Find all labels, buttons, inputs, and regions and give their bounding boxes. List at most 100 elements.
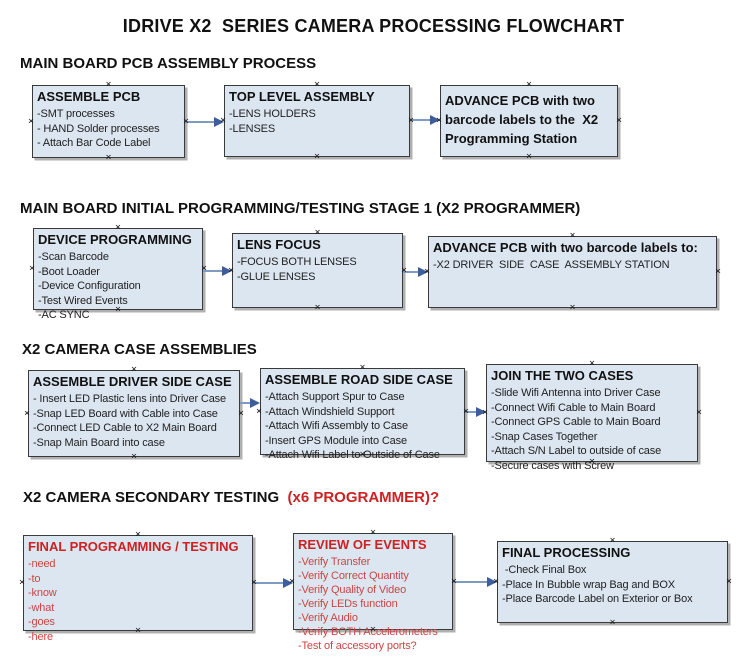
- connection-anchor-icon: ×: [29, 263, 36, 274]
- section-heading-pcb-assembly: MAIN BOARD PCB ASSEMBLY PROCESS: [20, 55, 317, 72]
- box-item: -LENS HOLDERS: [229, 108, 316, 120]
- box-item: -Test of accessory ports?: [298, 640, 417, 652]
- flow-box-assemble-road-side-case: ASSEMBLE ROAD SIDE CASE -Attach Support …: [256, 363, 469, 462]
- box-header: ASSEMBLE DRIVER SIDE CASE: [33, 374, 232, 389]
- box-item: -Connect LED Cable to X2 Main Board: [33, 422, 217, 434]
- flow-box-review-of-events: REVIEW OF EVENTS -Verify Transfer -Verif…: [289, 528, 457, 653]
- box-item: -Attach Wifi Assembly to Case: [265, 420, 408, 432]
- box-item: - HAND Solder processes: [37, 122, 160, 135]
- connection-anchor-icon: ×: [609, 617, 616, 628]
- box-item: -Scan Barcode: [38, 251, 109, 263]
- flow-arrow: [240, 398, 260, 408]
- connection-anchor-icon: ×: [200, 263, 207, 274]
- box-item: -what: [28, 601, 55, 614]
- box-header: TOP LEVEL ASSEMBLY: [229, 89, 375, 104]
- connection-anchor-icon: ×: [131, 451, 138, 462]
- box-item: -Snap LED Board with Cable into Case: [33, 407, 218, 420]
- box-item: -Attach Windshield Support: [265, 405, 395, 418]
- box-item: -Verify BOTH Accelerometers: [298, 626, 438, 638]
- box-item: -FOCUS BOTH LENSES: [237, 256, 357, 268]
- section-heading-secondary-testing: X2 CAMERA SECONDARY TESTING (x6 PROGRAMM…: [23, 489, 439, 506]
- box-item: -Verify Quality of Video: [298, 584, 407, 596]
- box-item: -Check Final Box: [502, 564, 587, 576]
- flow-box-device-programming: DEVICE PROGRAMMING -Scan Barcode -Boot L…: [29, 223, 207, 322]
- flow-arrow: [403, 267, 428, 277]
- section-heading-case-assemblies: X2 CAMERA CASE ASSEMBLIES: [22, 341, 257, 358]
- connection-anchor-icon: ×: [615, 115, 622, 126]
- box-item: -GLUE LENSES: [237, 270, 316, 283]
- box-header: FINAL PROGRAMMING / TESTING: [28, 539, 239, 554]
- flow-arrow: [453, 577, 497, 587]
- connection-anchor-icon: ×: [24, 407, 31, 419]
- box-item: -AC SYNC: [38, 309, 90, 321]
- connection-anchor-icon: ×: [725, 576, 732, 587]
- box-item: -to: [28, 572, 41, 585]
- flow-box-final-processing: FINAL PROCESSING -Check Final Box -Place…: [493, 536, 732, 628]
- page-title: IDRIVE X2 SERIES CAMERA PROCESSING FLOWC…: [122, 16, 625, 36]
- connection-anchor-icon: ×: [714, 266, 721, 277]
- flow-arrow: [203, 266, 232, 276]
- box-item: -Verify Transfer: [298, 556, 371, 568]
- box-item: -X2 DRIVER SIDE CASE ASSEMBLY STATION: [433, 259, 670, 271]
- box-item: -Slide Wifi Antenna into Driver Case: [491, 387, 661, 399]
- box-item: -goes: [28, 616, 55, 628]
- box-item: -Snap Cases Together: [491, 430, 598, 443]
- box-item: -Verify Correct Quantity: [298, 570, 409, 582]
- box-item: -Connect Wifi Cable to Main Board: [491, 401, 656, 414]
- box-item: - Attach Bar Code Label: [37, 137, 151, 149]
- box-item: -Boot Loader: [38, 265, 100, 278]
- box-item: -Verify LEDs function: [298, 598, 398, 610]
- connection-anchor-icon: ×: [407, 115, 414, 126]
- section-heading-initial-programming: MAIN BOARD INITIAL PROGRAMMING/TESTING S…: [20, 200, 581, 217]
- flow-arrow: [410, 115, 440, 125]
- box-header: REVIEW OF EVENTS: [298, 537, 427, 552]
- box-header: FINAL PROCESSING: [502, 545, 631, 560]
- flow-arrow: [185, 117, 224, 127]
- box-item: -Attach Support Spur to Case: [265, 391, 405, 403]
- flow-box-lens-focus: LENS FOCUS -FOCUS BOTH LENSES -GLUE LENS…: [228, 228, 407, 313]
- box-item: -know: [28, 587, 57, 599]
- box-item: -SMT processes: [37, 108, 115, 120]
- flow-box-assemble-pcb: ASSEMBLE PCB -SMT processes - HAND Solde…: [28, 80, 189, 163]
- connection-anchor-icon: ×: [569, 302, 576, 313]
- box-header: ASSEMBLE PCB: [37, 89, 141, 104]
- flow-arrow: [253, 578, 293, 588]
- flow-box-top-level-assembly: TOP LEVEL ASSEMBLY -LENS HOLDERS -LENSES…: [220, 80, 414, 162]
- connection-anchor-icon: ×: [256, 405, 263, 417]
- connection-anchor-icon: ×: [237, 407, 244, 419]
- box-header: LENS FOCUS: [237, 237, 321, 252]
- box-item: -Connect GPS Cable to Main Board: [491, 416, 661, 428]
- box-item: -Attach S/N Label to outside of case: [491, 445, 662, 457]
- box-header: ADVANCE PCB with two barcode labels to t…: [445, 93, 602, 146]
- box-item: -Insert GPS Module into Case: [265, 434, 407, 447]
- box-item: -LENSES: [229, 122, 276, 135]
- flow-box-advance-pcb-programming-station: ADVANCE PCB with two barcode labels to t…: [436, 80, 622, 162]
- connection-anchor-icon: ×: [526, 151, 533, 162]
- box-item: -here: [28, 630, 53, 643]
- flow-box-join-the-two-cases: JOIN THE TWO CASES -Slide Wifi Antenna i…: [482, 359, 702, 472]
- box-header: ASSEMBLE ROAD SIDE CASE: [265, 372, 453, 387]
- box-item: -Place Barcode Label on Exterior or Box: [502, 593, 693, 605]
- connection-anchor-icon: ×: [314, 302, 321, 313]
- box-item: -need: [28, 558, 56, 570]
- section-heading-black-part: X2 CAMERA SECONDARY TESTING: [23, 489, 288, 506]
- box-item: -Secure cases with Screw: [491, 459, 614, 472]
- box-item: - Insert LED Plastic lens into Driver Ca…: [33, 393, 226, 405]
- connection-anchor-icon: ×: [314, 151, 321, 162]
- connection-anchor-icon: ×: [105, 152, 112, 163]
- box-item: -Test Wired Events: [38, 294, 128, 307]
- flow-box-assemble-driver-side-case: ASSEMBLE DRIVER SIDE CASE - Insert LED P…: [24, 365, 244, 462]
- flow-box-advance-pcb-case-assembly: ADVANCE PCB with two barcode labels to: …: [424, 231, 721, 313]
- flow-arrow: [465, 407, 486, 417]
- box-item: -Place In Bubble wrap Bag and BOX: [502, 578, 675, 591]
- section-heading-red-part: (x6 PROGRAMMER)?: [287, 489, 440, 506]
- box-item: -Device Configuration: [38, 280, 141, 292]
- box-header: JOIN THE TWO CASES: [491, 368, 634, 383]
- connection-anchor-icon: ×: [28, 115, 35, 127]
- box-item: -Verify Audio: [298, 612, 358, 624]
- box-item: -Attach Wifi Label to Outside of Case: [265, 449, 440, 461]
- connection-anchor-icon: ×: [19, 577, 26, 588]
- box-header: ADVANCE PCB with two barcode labels to:: [433, 240, 698, 255]
- connection-anchor-icon: ×: [695, 407, 702, 418]
